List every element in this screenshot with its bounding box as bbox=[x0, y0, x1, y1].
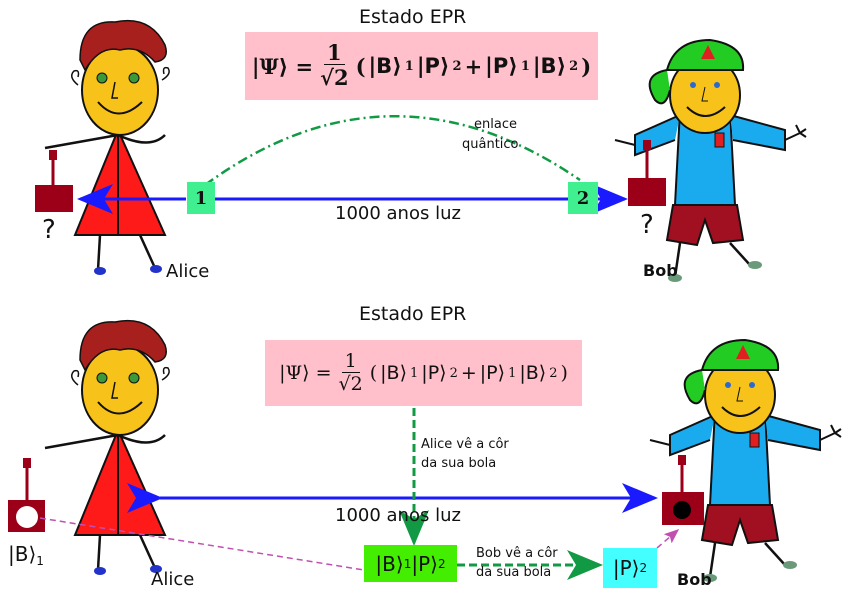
subscript: 2 bbox=[549, 365, 558, 381]
alice-label-bottom: Alice bbox=[151, 569, 195, 590]
numerator: 1 bbox=[341, 350, 360, 373]
ket: |P⟩ bbox=[416, 54, 450, 78]
bob-sees-line1: Bob vê a côr bbox=[476, 546, 558, 561]
white-ball bbox=[16, 506, 38, 528]
alice-label-top: Alice bbox=[166, 261, 210, 282]
entanglement-arc bbox=[204, 115, 581, 187]
black-ball bbox=[673, 501, 691, 519]
ket: |P⟩ bbox=[479, 362, 506, 384]
top-formula: |Ψ⟩ = 1√2 ( |B⟩1 |P⟩2 + |P⟩1 |B⟩2 ) bbox=[252, 41, 591, 90]
particle-1-box: 1 bbox=[187, 182, 215, 214]
ket: |B⟩ bbox=[532, 54, 567, 78]
alice-figure-bottom bbox=[43, 319, 171, 577]
paren: ) bbox=[560, 362, 568, 384]
bob-sees-line2: da sua bola bbox=[476, 565, 552, 580]
subscript: 1 bbox=[36, 554, 44, 568]
bob-label-bottom: Bob bbox=[677, 570, 712, 589]
bob-box-bottom bbox=[662, 455, 704, 525]
numerator: 1 bbox=[324, 41, 345, 66]
paren: ( bbox=[355, 53, 366, 79]
alice-link-dashed bbox=[39, 517, 365, 571]
distance-label-top: 1000 anos luz bbox=[335, 203, 461, 224]
subscript: 2 bbox=[437, 556, 446, 571]
alice-box-top bbox=[35, 150, 73, 212]
alice-sees-line2: da sua bola bbox=[421, 456, 497, 471]
ket: |B⟩ bbox=[380, 362, 408, 384]
alice-box-bottom bbox=[8, 458, 45, 532]
alice-figure-top bbox=[43, 19, 171, 277]
top-title: Estado EPR bbox=[359, 6, 467, 28]
ket: |B⟩ bbox=[375, 551, 404, 576]
plus: + bbox=[460, 362, 477, 384]
ket: |P⟩ bbox=[411, 551, 438, 576]
entangle-label-1: enlace bbox=[474, 117, 517, 132]
paren: ( bbox=[369, 362, 378, 384]
subscript: 2 bbox=[452, 58, 462, 74]
alice-state-label: |B⟩1 bbox=[8, 542, 44, 568]
ket: |B⟩ bbox=[368, 54, 402, 78]
bob-state-box: |P⟩2 bbox=[603, 548, 657, 588]
subscript: 1 bbox=[403, 556, 412, 571]
joint-state-box: |B⟩1 |P⟩2 bbox=[364, 545, 457, 582]
bob-box-top bbox=[628, 140, 666, 206]
top-formula-box: |Ψ⟩ = 1√2 ( |B⟩1 |P⟩2 + |P⟩1 |B⟩2 ) bbox=[245, 32, 598, 100]
bottom-formula: |Ψ⟩ = 1√2 ( |B⟩1 |P⟩2 + |P⟩1 |B⟩2 ) bbox=[279, 350, 568, 396]
fraction: 1√2 bbox=[338, 350, 363, 396]
bob-label-top: Bob bbox=[643, 261, 678, 280]
denominator: √2 bbox=[338, 372, 363, 395]
ket: |P⟩ bbox=[421, 362, 447, 384]
bob-figure-top bbox=[613, 38, 808, 284]
alice-sees-line1: Alice vê a côr bbox=[421, 437, 509, 452]
fraction: 1√2 bbox=[320, 41, 348, 90]
subscript: 2 bbox=[639, 561, 648, 575]
alice-unknown: ? bbox=[42, 215, 56, 245]
paren: ) bbox=[581, 53, 592, 79]
bottom-title: Estado EPR bbox=[359, 303, 467, 325]
ket: |B⟩ bbox=[8, 542, 37, 566]
particle-2-box: 2 bbox=[568, 182, 598, 214]
subscript: 2 bbox=[449, 365, 458, 381]
ket: |P⟩ bbox=[485, 54, 518, 78]
bob-link-dashed bbox=[656, 529, 680, 549]
entangle-label-2: quântico bbox=[462, 137, 519, 152]
plus: + bbox=[464, 53, 483, 79]
subscript: 1 bbox=[404, 58, 414, 74]
denominator: √2 bbox=[320, 65, 349, 91]
bottom-formula-box: |Ψ⟩ = 1√2 ( |B⟩1 |P⟩2 + |P⟩1 |B⟩2 ) bbox=[265, 340, 582, 406]
ket: |P⟩ bbox=[612, 556, 640, 580]
subscript: 2 bbox=[569, 58, 579, 74]
subscript: 1 bbox=[508, 365, 517, 381]
bob-unknown: ? bbox=[640, 210, 654, 240]
distance-label-bottom: 1000 anos luz bbox=[335, 505, 461, 526]
subscript: 1 bbox=[410, 365, 419, 381]
ket: |B⟩ bbox=[519, 362, 547, 384]
formula-lhs: |Ψ⟩ = bbox=[279, 362, 332, 384]
subscript: 1 bbox=[520, 58, 530, 74]
formula-lhs: |Ψ⟩ = bbox=[251, 53, 314, 79]
